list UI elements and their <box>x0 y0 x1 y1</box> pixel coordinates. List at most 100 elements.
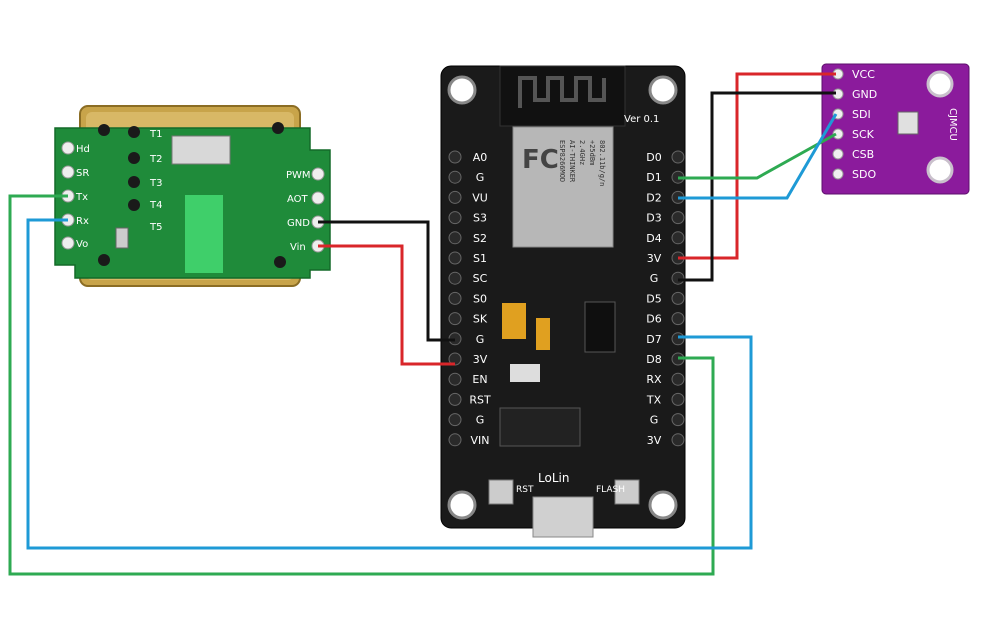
usb-uart-chip <box>499 407 581 447</box>
nodemcu-board: FC ESP8266MOD AI-THINKER 2.4GHz +25dBm 8… <box>440 65 686 538</box>
right-pin-label-1: D1 <box>646 171 661 184</box>
rst-button[interactable] <box>488 479 514 505</box>
left-pin-label-9: G <box>476 333 485 346</box>
left-pin-label-7: S0 <box>473 292 487 305</box>
left-pin-label-13: G <box>476 414 485 427</box>
left-pin-label-0: A0 <box>473 151 488 164</box>
right-pin-14 <box>671 433 685 447</box>
mount-hole-tr <box>648 75 678 105</box>
left-pin-label-10: 3V <box>473 353 488 366</box>
right-pin-12 <box>671 392 685 406</box>
mount-hole-bl <box>447 490 477 520</box>
right-pin-8 <box>671 312 685 326</box>
sensor-pin-vo: Vo <box>76 239 88 250</box>
svg-text:AI-THINKER: AI-THINKER <box>568 140 576 183</box>
rst-label: RST <box>516 485 534 495</box>
sensor-pads <box>98 122 286 268</box>
fc-logo: FC <box>522 145 559 175</box>
bme-pin-label-0: VCC <box>852 68 875 81</box>
bme-hole-bottom <box>926 156 954 184</box>
left-pin-6 <box>448 271 462 285</box>
sensor-pin-tx: Tx <box>75 192 88 203</box>
bme-pin-5 <box>832 168 844 180</box>
wire-bme-sck-to-d1 <box>678 132 837 180</box>
wire-bme-gnd-to-g <box>678 91 836 282</box>
right-pin-label-10: D8 <box>646 353 661 366</box>
svg-text:+25dBm: +25dBm <box>588 140 596 165</box>
right-pin-11 <box>671 372 685 386</box>
svg-text:802.11b/g/n: 802.11b/g/n <box>598 140 606 186</box>
left-pin-7 <box>448 291 462 305</box>
wire-bme-vcc-to-3v <box>678 72 836 260</box>
bme-pin-label-1: GND <box>852 88 877 101</box>
flash-label: FLASH <box>596 485 625 495</box>
right-pin-0 <box>671 150 685 164</box>
bme-hole-top <box>926 70 954 98</box>
flash-button[interactable] <box>614 479 640 505</box>
capacitor-1 <box>502 303 526 339</box>
bme-pin-label-5: SDO <box>852 168 876 181</box>
svg-text:2.4GHz: 2.4GHz <box>578 140 586 165</box>
left-pin-2 <box>448 190 462 204</box>
right-pin-7 <box>671 291 685 305</box>
sensor-capacitor <box>115 227 129 249</box>
wire-sensor-rx-to-d7 <box>26 218 753 550</box>
sensor-pin-sr: SR <box>76 168 89 179</box>
right-pin-label-3: D3 <box>646 212 661 225</box>
left-pin-label-12: RST <box>469 393 491 406</box>
left-pin-label-5: S1 <box>473 252 487 265</box>
right-pin-label-5: 3V <box>647 252 662 265</box>
mount-hole-br <box>648 490 678 520</box>
capacitor-2 <box>536 318 550 350</box>
left-pin-1 <box>448 170 462 184</box>
sensor-pin-rx: Rx <box>76 216 89 227</box>
crystal <box>510 364 540 382</box>
sensor-label-t2: T2 <box>149 154 162 165</box>
bme-pin-label-4: CSB <box>852 148 874 161</box>
right-pin-label-12: TX <box>646 393 662 406</box>
regulator <box>584 301 616 353</box>
left-pin-label-11: EN <box>472 373 487 386</box>
bme-pin-label-2: SDI <box>852 108 871 121</box>
esp-shield <box>512 126 614 248</box>
co2-sensor-module: Hd SR Tx Rx Vo T1 T2 T3 T4 T5 PWM AOT GN… <box>54 105 331 287</box>
left-pin-8 <box>448 312 462 326</box>
version-label: Ver 0.1 <box>624 114 659 125</box>
shield-text: ESP8266MOD AI-THINKER 2.4GHz +25dBm 802.… <box>558 140 606 186</box>
right-pin-label-14: 3V <box>647 434 662 447</box>
left-pin-12 <box>448 392 462 406</box>
left-pin-5 <box>448 251 462 265</box>
left-pin-14 <box>448 433 462 447</box>
sensor-pin-vin: Vin <box>290 242 306 253</box>
right-pin-4 <box>671 231 685 245</box>
left-pin-label-8: SK <box>473 313 488 326</box>
antenna-trace <box>518 76 606 108</box>
bme-sensor-chip <box>897 111 919 135</box>
svg-text:ESP8266MOD: ESP8266MOD <box>558 140 566 182</box>
left-pin-label-3: S3 <box>473 212 487 225</box>
wire-sensor-vin-to-3v <box>318 244 455 366</box>
sensor-label-t4: T4 <box>149 200 162 211</box>
sensor-label-t3: T3 <box>149 178 162 189</box>
left-pin-0 <box>448 150 462 164</box>
right-pin-label-9: D7 <box>646 333 661 346</box>
sensor-pin-hd: Hd <box>76 144 90 155</box>
right-pin-label-4: D4 <box>646 232 661 245</box>
left-pin-13 <box>448 413 462 427</box>
sensor-label-pad <box>185 195 223 273</box>
left-pin-3 <box>448 211 462 225</box>
right-pin-3 <box>671 211 685 225</box>
bme-pin-4 <box>832 148 844 160</box>
left-pin-label-1: G <box>476 171 485 184</box>
wire-sensor-gnd-to-g <box>318 220 455 342</box>
right-pin-13 <box>671 413 685 427</box>
right-pin-label-2: D2 <box>646 191 661 204</box>
sensor-pin-pwm: PWM <box>286 170 311 181</box>
left-pin-label-6: SC <box>473 272 488 285</box>
right-pin-9 <box>671 332 685 346</box>
right-pin-label-8: D6 <box>646 313 661 326</box>
